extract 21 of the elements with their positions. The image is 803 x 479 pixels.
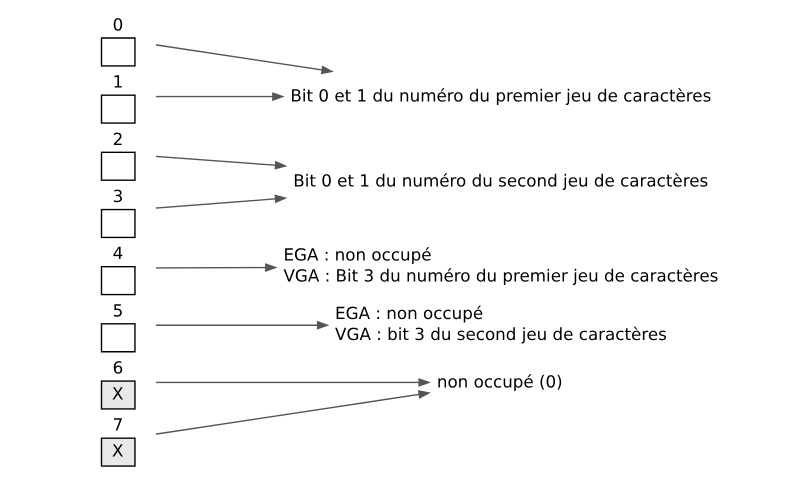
arrow	[155, 194, 287, 209]
arrow	[155, 44, 334, 74]
arrow	[155, 390, 430, 435]
node-text: non occupé (0)	[436, 371, 562, 392]
node-label: 7	[112, 414, 123, 435]
node-text: Bit 0 et 1 du numéro du premier jeu de caractères	[290, 86, 711, 106]
arrow	[155, 92, 284, 101]
arrow	[155, 378, 430, 387]
arrow	[155, 263, 278, 272]
node-text: EGA : non occupé VGA : Bit 3 du numéro du premier jeu de caractères	[282, 244, 718, 286]
arrow	[155, 156, 287, 170]
node-label: 5	[112, 300, 123, 320]
node-label: 4	[112, 243, 123, 264]
node-label: 3	[112, 186, 123, 206]
node-label: 0	[112, 14, 123, 34]
node-text: EGA : non occupé VGA : bit 3 du second jeu de caractères	[334, 303, 666, 344]
node-text: Bit 0 et 1 du numéro du second jeu de caractères	[292, 170, 708, 191]
node-label: 1	[112, 72, 123, 92]
node-label: 2	[112, 128, 123, 149]
arrow	[155, 320, 329, 330]
node-label: 6	[112, 358, 123, 378]
